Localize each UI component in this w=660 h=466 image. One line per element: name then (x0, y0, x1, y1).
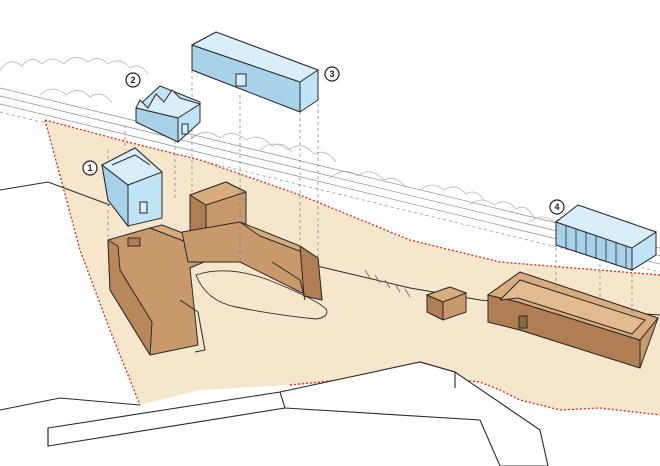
label-1-text: 1 (87, 163, 92, 173)
new-building-4 (554, 204, 658, 271)
existing-long-building (486, 271, 659, 369)
plaza-outline (195, 270, 328, 320)
new-building-3 (190, 31, 320, 113)
site-boundary-west (44, 119, 141, 406)
label-3-text: 3 (329, 69, 334, 79)
foreground-wall (47, 361, 549, 466)
road-lines (0, 87, 660, 273)
new-building-1 (101, 147, 163, 228)
existing-small-building (425, 286, 468, 321)
label-3: 3 (324, 66, 340, 82)
label-1: 1 (82, 160, 98, 176)
existing-building-main (107, 181, 323, 356)
parking-lines (364, 269, 411, 298)
label-2: 2 (125, 72, 141, 88)
new-building-2 (135, 85, 202, 143)
tree-line-sketch (0, 57, 575, 227)
label-4-text: 4 (554, 202, 559, 212)
label-2-text: 2 (130, 75, 135, 85)
label-4: 4 (549, 199, 565, 215)
site-boundary (44, 119, 660, 276)
